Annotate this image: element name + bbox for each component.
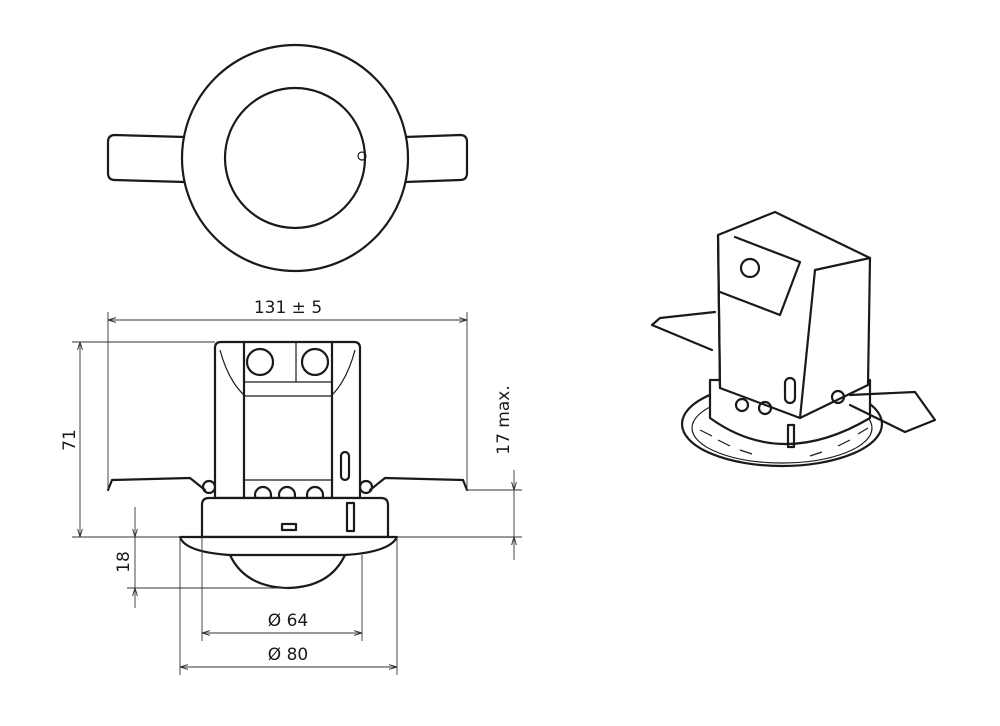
left-clip [106,476,207,492]
indicator-led [357,151,367,161]
width-dimension-label: 131 ± 5 [254,298,322,318]
right-clip [368,476,469,492]
housing [213,340,362,500]
sensor-dome [228,553,347,590]
dome-height-label: 18 [114,551,134,573]
cable-entry-left [245,347,275,377]
inner-diameter-label: Ø 64 [268,611,308,631]
outer-diameter-label: Ø 80 [268,645,308,665]
cable-entry-right [300,347,330,377]
flange [178,535,399,557]
outer-ring [180,43,410,273]
dimension-lines: 131 ± 5 71 17 max. 18 Ø 64 Ø 80 [60,298,522,675]
left-clip-tab [106,133,187,184]
max-depth-label: 17 max. [494,385,514,454]
height-dimension-label: 71 [60,429,80,451]
top-view [106,43,469,273]
side-view [106,340,469,590]
isometric-view [650,210,937,468]
right-clip-tab [403,133,469,184]
base [200,496,390,539]
